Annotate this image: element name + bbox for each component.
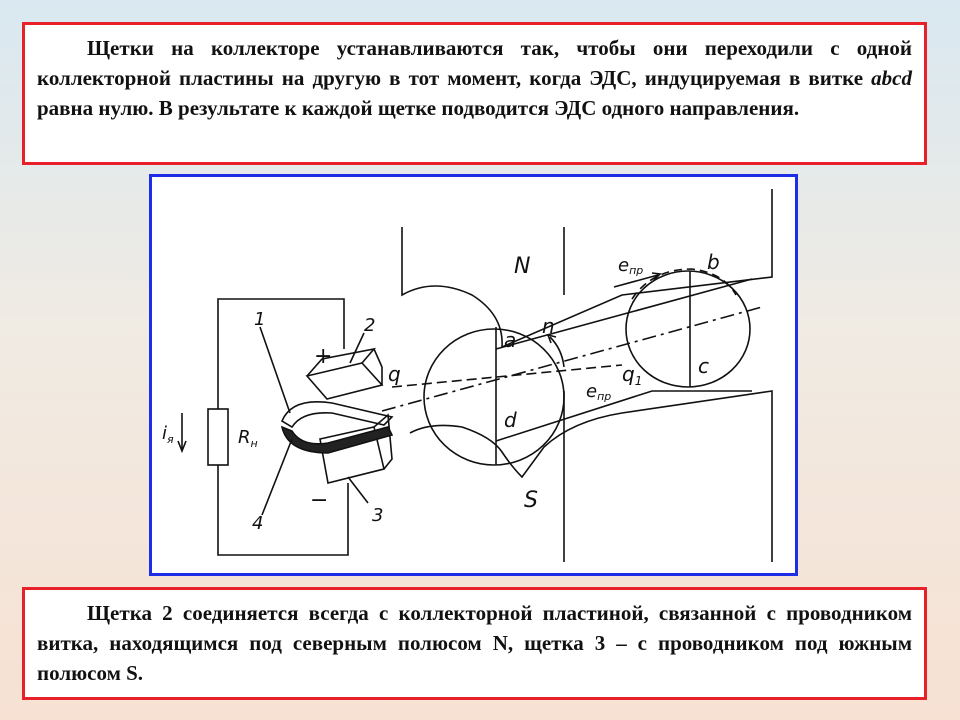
label-d: d — [504, 408, 517, 432]
emf-arrow-upper — [613, 274, 659, 288]
label-b: b — [707, 250, 720, 274]
collector-plate-upper — [280, 401, 394, 429]
rotation-arrow — [549, 336, 565, 368]
turn-lower-side — [495, 390, 752, 442]
bottom-paragraph: Щетка 2 соединяется всегда с коллекторно… — [37, 601, 912, 685]
label-north: N — [514, 254, 530, 279]
diagram-svg: N S a d b c n q q1 eпр eпр + − 1 2 3 4 R… — [162, 189, 773, 562]
armature-circle-rear — [625, 270, 751, 388]
label-brush-2: 2 — [364, 315, 375, 336]
label-q1: q1 — [622, 362, 642, 388]
top-paragraph: Щетки на коллекторе устанавливаются так,… — [37, 33, 912, 123]
north-pole — [401, 189, 773, 349]
rotation-arrowhead — [546, 333, 557, 344]
leader-4 — [261, 438, 293, 516]
label-q: q — [388, 362, 401, 386]
label-minus: − — [310, 488, 328, 513]
label-a: a — [504, 328, 516, 352]
armature-circle-front — [423, 328, 565, 466]
label-brush-1: 1 — [254, 309, 265, 330]
south-pole — [409, 390, 773, 562]
label-plus: + — [314, 344, 332, 369]
brush-upper-side — [373, 348, 383, 385]
load-resistor — [207, 408, 229, 466]
label-load: Rн — [238, 427, 258, 450]
top-text-part1: Щетки на коллекторе устанавливаются так,… — [37, 36, 912, 90]
label-e-lower: eпр — [586, 381, 611, 403]
label-brush-3: 3 — [372, 505, 383, 526]
axis-line — [381, 306, 763, 412]
leader-3 — [347, 476, 369, 504]
label-e-upper: eпр — [618, 255, 643, 277]
leader-2 — [349, 332, 365, 364]
brush-lower-side — [373, 413, 393, 470]
top-text-box: Щетки на коллекторе устанавливаются так,… — [22, 22, 927, 165]
label-brush-4: 4 — [252, 513, 263, 534]
turn-upper-side — [495, 278, 753, 350]
label-south: S — [524, 488, 538, 513]
label-n: n — [542, 314, 555, 338]
label-c: c — [698, 354, 709, 378]
rear-arc-dashed — [631, 268, 737, 300]
brush-upper-top — [306, 347, 377, 377]
commutator-diagram: N S a d b c n q q1 eпр eпр + − 1 2 3 4 R… — [149, 174, 798, 576]
current-arrowhead — [177, 440, 187, 454]
leader-1 — [259, 326, 291, 414]
bottom-text-box: Щетка 2 соединяется всегда с коллекторно… — [22, 587, 927, 700]
collector-plate-lower — [280, 425, 394, 454]
top-text-italic: abcd — [871, 66, 912, 90]
emf-arrowhead-upper — [651, 272, 662, 281]
top-text-part2: равна нулю. В результате к каждой щетке … — [37, 96, 800, 120]
qq1-axis — [391, 364, 623, 388]
label-current: iя — [162, 423, 174, 446]
